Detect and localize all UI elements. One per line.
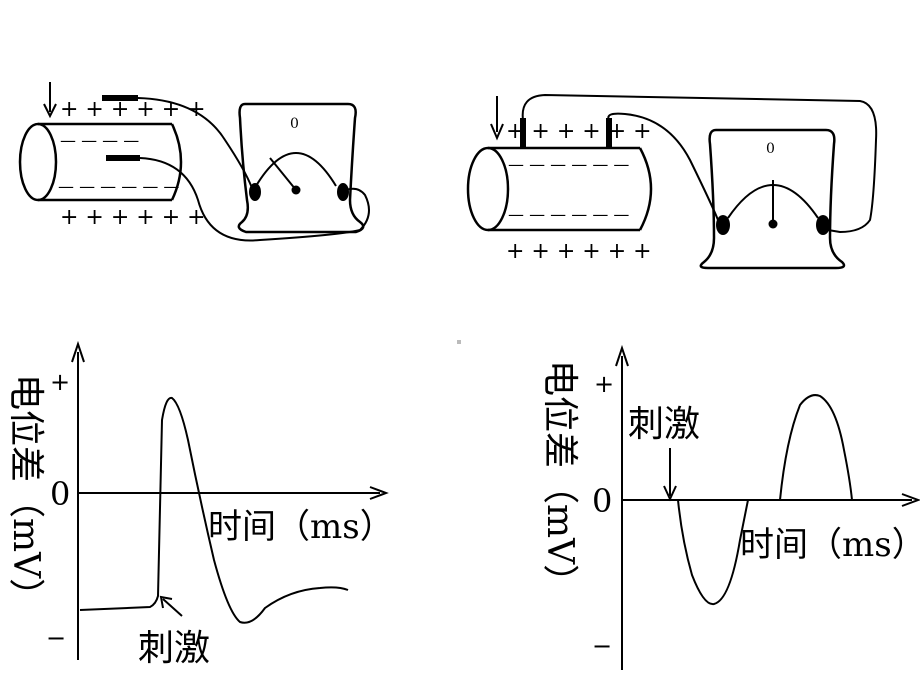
nerve-fiber xyxy=(466,146,653,232)
negative-deflection xyxy=(677,499,749,606)
y-plus-label: + xyxy=(594,370,614,398)
electrode-a xyxy=(520,118,526,148)
y-minus-label: − xyxy=(592,632,612,660)
outer-charges-bottom: + + + + + + xyxy=(506,239,652,264)
outer-charges-top: + + + + + + xyxy=(60,97,206,122)
galvanometer: 0 xyxy=(699,128,846,270)
inner-charges-bottom: — — — — — — xyxy=(58,177,179,196)
y-minus-label: − xyxy=(46,624,66,652)
electrode-b xyxy=(606,118,612,148)
terminal-left xyxy=(249,183,261,201)
wire-inner xyxy=(139,157,370,242)
top-right-apparatus: + + + + + + — — — — — — — — — — — — + + … xyxy=(466,93,878,270)
graph-right: + − 0 电位差（mV） 刺激 时间（ms） xyxy=(539,344,920,670)
galvanometer: 0 xyxy=(237,102,365,234)
meter-zero-label: 0 xyxy=(766,141,775,157)
stimulus-pointer xyxy=(162,598,183,617)
outer-electrode xyxy=(102,95,138,101)
terminal-left xyxy=(716,215,730,235)
outer-charges-bottom: + + + + + + xyxy=(60,205,206,230)
needle-pivot xyxy=(768,219,778,229)
stray-dot xyxy=(457,340,461,344)
outer-charges-top: + + + + + + xyxy=(506,119,652,144)
inner-charges-top: — — — — — — xyxy=(508,155,629,174)
stimulus-label: 刺激 xyxy=(628,404,700,445)
y-axis-label: 电位差（mV） xyxy=(539,360,580,600)
stimulus-arrow xyxy=(490,96,504,141)
meter-zero-label: 0 xyxy=(290,116,299,132)
wire-outer xyxy=(137,97,253,189)
nerve-fiber xyxy=(18,122,183,202)
y-plus-label: + xyxy=(50,368,70,396)
inner-charges-top: — — — — xyxy=(60,131,139,150)
y-axis-label: 电位差（mV） xyxy=(5,374,46,614)
x-axis-label: 时间（ms） xyxy=(740,525,920,565)
wire-b xyxy=(607,112,719,221)
stimulus-arrow xyxy=(663,448,677,502)
graph-left: + − 0 电位差（mV） 时间（ms） 刺激 xyxy=(5,340,394,669)
inner-electrode xyxy=(106,155,140,161)
needle-pivot xyxy=(291,185,301,195)
wire-a xyxy=(521,93,878,234)
x-axis-label: 时间（ms） xyxy=(208,507,394,547)
inner-charges-bottom: — — — — — — xyxy=(508,205,629,224)
stimulus-arrow xyxy=(43,82,57,119)
positive-deflection xyxy=(779,394,853,501)
action-potential-curve xyxy=(79,396,349,624)
terminal-right xyxy=(337,183,349,201)
terminal-right xyxy=(816,215,830,235)
top-left-apparatus: + + + + + + — — — — — — — — — — + + + + … xyxy=(18,82,370,242)
origin-label: 0 xyxy=(592,482,612,520)
meter-needle xyxy=(269,157,297,191)
origin-label: 0 xyxy=(50,475,70,513)
stimulus-label: 刺激 xyxy=(138,628,210,669)
